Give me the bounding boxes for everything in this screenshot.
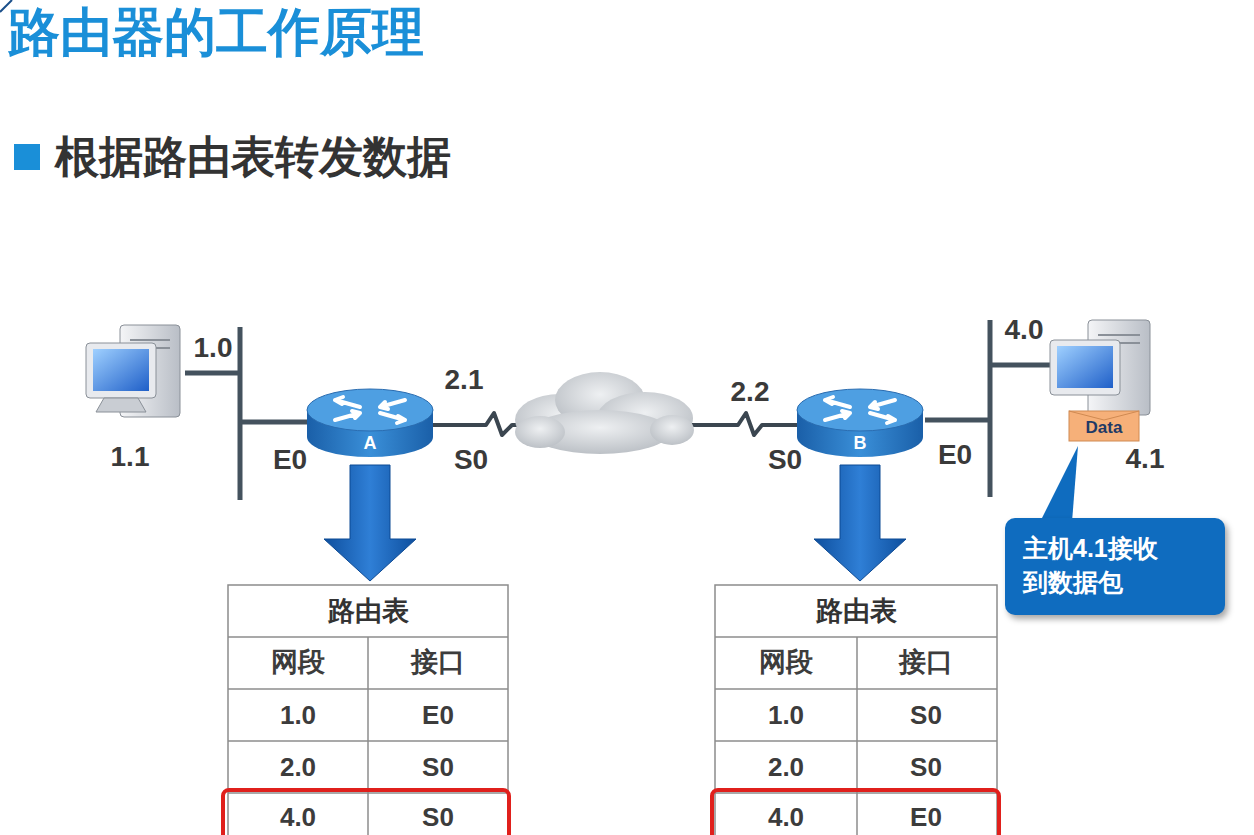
table-cell: 2.0 <box>280 753 316 782</box>
packet-label: Data <box>1068 410 1140 436</box>
highlight-box <box>712 790 999 835</box>
table-cell: 网段 <box>271 648 325 678</box>
table-cell: S0 <box>910 753 942 782</box>
routing-table-grid <box>715 585 997 835</box>
callout-tail <box>1040 446 1078 522</box>
routing-table: 路由表 <box>715 585 997 637</box>
bullet-square <box>14 144 40 170</box>
router-name: A <box>305 433 435 454</box>
forward-arrow <box>324 465 416 581</box>
address-label: 1.0 <box>194 333 233 364</box>
table-heading: 路由表 <box>715 585 997 637</box>
routing-table-grid <box>228 585 508 835</box>
table-cell: 4.0 <box>280 803 316 832</box>
table-cell: E0 <box>422 701 454 730</box>
slide-title: 路由器的工作原理 <box>8 4 424 61</box>
data-packet: Data <box>1068 410 1140 442</box>
address-label: E0 <box>273 445 307 476</box>
routing-table: 路由表 <box>228 585 508 637</box>
address-label: 2.1 <box>445 365 484 396</box>
table-cell: 网段 <box>759 648 813 678</box>
host-computer <box>86 325 180 417</box>
table-cell: 接口 <box>411 648 465 678</box>
subtitle: 根据路由表转发数据 <box>55 133 451 181</box>
address-label: S0 <box>768 445 802 476</box>
forward-arrow <box>814 465 906 581</box>
table-cell: E0 <box>910 803 942 832</box>
address-label: S0 <box>454 445 488 476</box>
table-cell: 接口 <box>899 648 953 678</box>
table-cell: 1.0 <box>280 701 316 730</box>
router-name: B <box>795 433 925 454</box>
router-icon: A <box>305 385 435 461</box>
address-label: E0 <box>938 440 972 471</box>
table-heading: 路由表 <box>228 585 508 637</box>
callout-text: 主机4.1接收 到数据包 <box>1023 532 1173 600</box>
callout-box: 主机4.1接收 到数据包 <box>1005 518 1225 615</box>
table-cell: 1.0 <box>768 701 804 730</box>
host-computer <box>1050 320 1150 415</box>
address-label: 1.1 <box>111 442 150 473</box>
address-label: 4.0 <box>1005 315 1044 346</box>
address-label: 4.1 <box>1126 444 1165 475</box>
table-cell: S0 <box>422 803 454 832</box>
table-cell: S0 <box>910 701 942 730</box>
highlight-box <box>223 790 509 835</box>
address-label: 2.2 <box>731 377 770 408</box>
router-icon: B <box>795 385 925 461</box>
table-cell: 2.0 <box>768 753 804 782</box>
table-cell: 4.0 <box>768 803 804 832</box>
ethernet-wires <box>185 320 1050 500</box>
table-cell: S0 <box>422 753 454 782</box>
